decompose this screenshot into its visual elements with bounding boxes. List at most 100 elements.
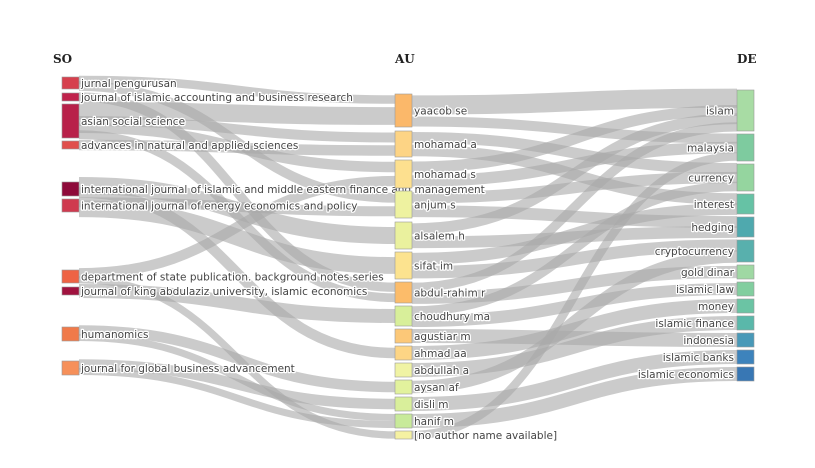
node-label-de1: islam bbox=[706, 106, 734, 118]
sankey-node-so9[interactable] bbox=[61, 326, 80, 342]
node-label-so1: jurnal pengurusan bbox=[80, 78, 177, 90]
sankey-link-so9-au14[interactable] bbox=[78, 334, 396, 421]
sankey-node-au13[interactable] bbox=[394, 396, 413, 412]
node-label-de3: currency bbox=[688, 173, 734, 185]
sankey-node-de12[interactable] bbox=[736, 349, 755, 365]
sankey-link-so1-au4[interactable] bbox=[78, 81, 396, 203]
sankey-node-de4[interactable] bbox=[736, 193, 755, 215]
sankey-link-so9-au12[interactable] bbox=[78, 325, 396, 393]
sankey-link-au5-de1[interactable] bbox=[411, 113, 738, 235]
node-label-au7: abdul-rahim r bbox=[414, 288, 486, 300]
node-label-de7: gold dinar bbox=[681, 267, 735, 279]
sankey-link-au7-de7[interactable] bbox=[411, 265, 738, 304]
sankey-node-au11[interactable] bbox=[394, 362, 413, 378]
sankey-link-au13-de12[interactable] bbox=[411, 350, 738, 411]
node-label-au3: mohamad s bbox=[414, 169, 476, 181]
sankey-node-de9[interactable] bbox=[736, 298, 755, 314]
column-title-de: DE bbox=[737, 52, 757, 66]
node-label-au8: choudhury ma bbox=[414, 311, 490, 323]
sankey-node-au6[interactable] bbox=[394, 251, 413, 280]
sankey-node-so3[interactable] bbox=[61, 103, 80, 139]
node-label-so4: advances in natural and applied sciences bbox=[81, 140, 298, 152]
node-label-de12: islamic banks bbox=[663, 352, 734, 364]
sankey-node-de10[interactable] bbox=[736, 315, 755, 331]
sankey-link-so8-au8[interactable] bbox=[78, 284, 396, 323]
node-label-so8: journal of king abdulaziz university, is… bbox=[80, 286, 367, 298]
node-label-au13: disli m bbox=[414, 399, 448, 411]
sankey-node-au2[interactable] bbox=[394, 130, 413, 158]
sankey-link-au8-de8[interactable] bbox=[411, 283, 738, 327]
sankey-node-so8[interactable] bbox=[61, 286, 80, 296]
node-label-au12: aysan af bbox=[414, 382, 459, 394]
node-label-so2: journal of islamic accounting and busine… bbox=[80, 92, 353, 104]
sankey-node-de7[interactable] bbox=[736, 264, 755, 280]
sankey-node-so10[interactable] bbox=[61, 360, 80, 376]
sankey-node-de5[interactable] bbox=[736, 216, 755, 238]
sankey-node-au12[interactable] bbox=[394, 379, 413, 395]
sankey-link-au1-de1[interactable] bbox=[411, 88, 738, 115]
sankey-link-au12-de6[interactable] bbox=[411, 250, 738, 394]
sankey-link-so6-au6[interactable] bbox=[78, 200, 396, 274]
sankey-link-au3-de2[interactable] bbox=[411, 141, 738, 187]
sankey-link-so4-au2[interactable] bbox=[78, 139, 396, 156]
node-label-au2: mohamad a bbox=[414, 139, 477, 151]
sankey-link-so3-au2[interactable] bbox=[78, 116, 396, 143]
sankey-node-so1[interactable] bbox=[61, 76, 80, 90]
node-label-de4: interest bbox=[694, 199, 734, 211]
sankey-link-so3-au1[interactable] bbox=[78, 101, 396, 125]
sankey-node-au1[interactable] bbox=[394, 93, 413, 128]
sankey-link-so6-au4[interactable] bbox=[78, 197, 396, 217]
node-label-au6: sifat im bbox=[414, 261, 453, 273]
sankey-link-so10-au14[interactable] bbox=[78, 368, 396, 428]
node-label-de6: cryptocurrency bbox=[655, 246, 734, 258]
sankey-links bbox=[78, 75, 738, 440]
sankey-node-au8[interactable] bbox=[394, 305, 413, 327]
sankey-node-de6[interactable] bbox=[736, 239, 755, 263]
sankey-link-au7-de1[interactable] bbox=[411, 122, 738, 292]
sankey-node-au7[interactable] bbox=[394, 281, 413, 304]
sankey-node-so7[interactable] bbox=[61, 269, 80, 284]
sankey-node-au15[interactable] bbox=[394, 430, 413, 440]
sankey-link-au4-de5[interactable] bbox=[411, 205, 738, 228]
sankey-node-so2[interactable] bbox=[61, 92, 80, 102]
node-label-au11: abdullah a bbox=[414, 365, 469, 377]
sankey-link-so7-au3[interactable] bbox=[78, 175, 396, 279]
node-label-de13: islamic economics bbox=[638, 369, 734, 381]
sankey-node-so6[interactable] bbox=[61, 198, 80, 213]
sankey-node-au14[interactable] bbox=[394, 413, 413, 429]
sankey-node-de3[interactable] bbox=[736, 163, 755, 192]
node-label-de5: hedging bbox=[691, 222, 734, 234]
column-titles: SO AU DE bbox=[53, 52, 757, 66]
sankey-link-au11-de10[interactable] bbox=[411, 316, 738, 377]
sankey-node-de2[interactable] bbox=[736, 133, 755, 162]
sankey-link-au6-de4[interactable] bbox=[411, 203, 738, 265]
sankey-node-au9[interactable] bbox=[394, 328, 413, 344]
sankey-link-au15-de2[interactable] bbox=[411, 152, 738, 440]
node-label-so5: international journal of islamic and mid… bbox=[81, 184, 485, 196]
sankey-link-au8-de3[interactable] bbox=[411, 181, 738, 316]
sankey-link-so1-au1[interactable] bbox=[78, 75, 396, 104]
node-label-so6: international journal of energy economic… bbox=[81, 201, 358, 213]
sankey-link-au3-de1[interactable] bbox=[411, 104, 738, 173]
sankey-link-au9-de11[interactable] bbox=[411, 329, 738, 347]
sankey-node-de13[interactable] bbox=[736, 366, 755, 382]
sankey-node-de11[interactable] bbox=[736, 332, 755, 348]
column-title-au: AU bbox=[394, 52, 415, 66]
column-title-so: SO bbox=[53, 52, 72, 66]
sankey-node-de8[interactable] bbox=[736, 281, 755, 297]
sankey-node-au5[interactable] bbox=[394, 221, 413, 250]
sankey-node-au10[interactable] bbox=[394, 345, 413, 361]
sankey-nodes: jurnal pengurusan journal of islamic acco… bbox=[61, 76, 755, 443]
sankey-node-so4[interactable] bbox=[61, 140, 80, 150]
sankey-node-au4[interactable] bbox=[394, 190, 413, 219]
sankey-link-au6-de6[interactable] bbox=[411, 239, 738, 279]
sankey-node-de1[interactable] bbox=[736, 89, 755, 132]
sankey-link-au4-de3[interactable] bbox=[411, 171, 738, 204]
node-label-au10: ahmad aa bbox=[414, 348, 467, 360]
sankey-node-au3[interactable] bbox=[394, 159, 413, 189]
node-label-au14: hanif m bbox=[414, 416, 454, 428]
sankey-link-so10-au13[interactable] bbox=[78, 359, 396, 410]
node-label-de10: islamic finance bbox=[655, 318, 734, 330]
sankey-node-so5[interactable] bbox=[61, 181, 80, 197]
